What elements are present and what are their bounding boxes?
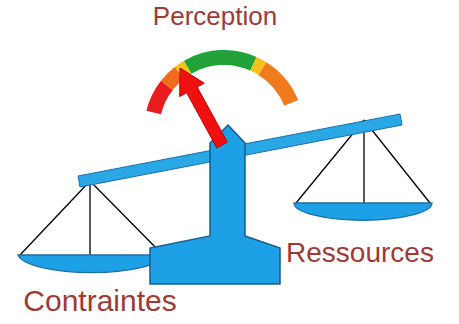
scale-label: Perception [153,2,277,31]
left-pan [18,181,165,273]
balance-fulcrum [150,125,280,284]
perception-arrow [180,68,228,148]
gauge-segment [184,50,257,74]
scale-label: Ressources [286,238,434,269]
scale-label: Contraintes [23,284,176,317]
gauge-segment [258,62,298,105]
perception-gauge [146,50,298,114]
